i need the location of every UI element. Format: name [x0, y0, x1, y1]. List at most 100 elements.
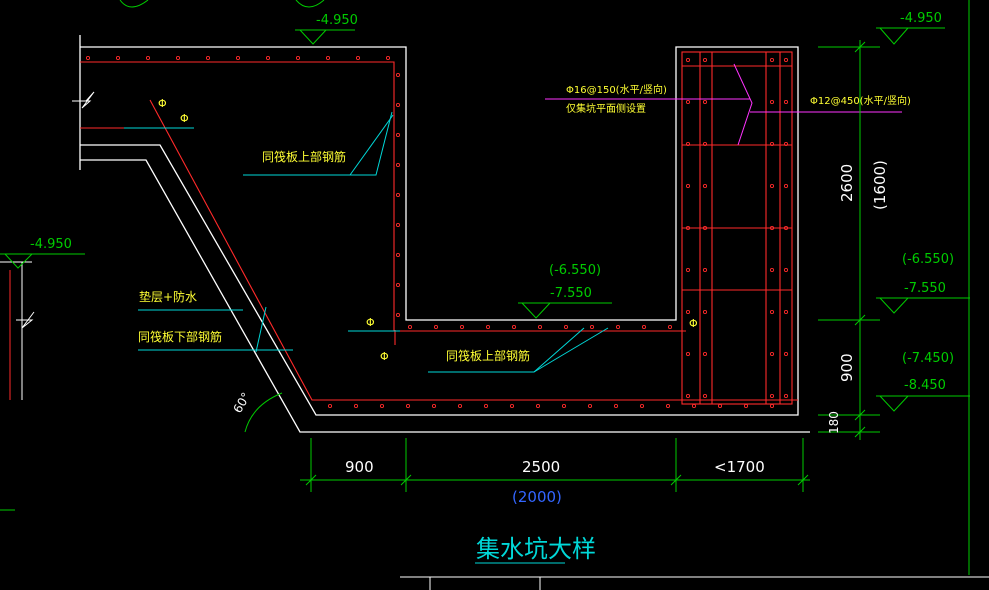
rebar-dot: [702, 183, 708, 189]
elev-right-low-paren: (-7.450): [902, 351, 954, 366]
rebar-dot: [769, 393, 775, 399]
rebar-dot: [685, 225, 691, 231]
break-mark: [72, 91, 95, 109]
rebar-dot: [743, 403, 749, 409]
dim-wall-height: 2600: [838, 164, 856, 202]
rebar-dot: [685, 183, 691, 189]
rebar-dot: [769, 403, 775, 409]
rebar-dot: [325, 55, 331, 61]
label-angle: 60°: [230, 390, 253, 415]
rebar-dot: [235, 55, 241, 61]
rebar-dot: [769, 99, 775, 105]
label-outer-rebar-spec: Φ12@450(水平/竖向): [810, 94, 911, 107]
rebar-dot: [395, 312, 401, 318]
rebar-dot: [175, 55, 181, 61]
rebar-dot: [385, 55, 391, 61]
rebar-dot: [641, 324, 647, 330]
rebar-dot: [769, 351, 775, 357]
rebar-dot: [395, 132, 401, 138]
rebar-dot: [395, 282, 401, 288]
rebar-dot: [295, 55, 301, 61]
rebar-dot: [395, 162, 401, 168]
rebar-dot: [685, 267, 691, 273]
drawing-title: 集水坑大样: [476, 535, 596, 563]
rebar-dot: [769, 141, 775, 147]
rebar-dot: [485, 324, 491, 330]
label-raft-top-rebar-lower: 同筏板上部钢筋: [446, 348, 530, 363]
rebar-dot: [769, 183, 775, 189]
rebar-dot: [702, 141, 708, 147]
rebar-dot: [702, 99, 708, 105]
rebar-dot: [145, 55, 151, 61]
elev-right-low: -8.450: [904, 378, 946, 393]
dim-wall-width: <1700: [714, 458, 765, 476]
elev-right-mid: -7.550: [904, 281, 946, 296]
dimension-lines: [0, 0, 970, 575]
rebar-dot: [561, 403, 567, 409]
rebar-dot: [717, 403, 723, 409]
label-raft-top-rebar-upper: 同筏板上部钢筋: [262, 149, 346, 164]
dim-bottom-thickness: 180: [827, 411, 841, 434]
rebar-dot: [353, 403, 359, 409]
rebar-dot: [615, 324, 621, 330]
rebar-dot: [395, 222, 401, 228]
elev-pit-floor-paren: (-6.550): [549, 263, 601, 278]
rebar-dot: [483, 403, 489, 409]
rebar-dot: [783, 351, 789, 357]
rebar-dot: [702, 351, 708, 357]
rebar-dot: [431, 403, 437, 409]
rebar-dot: [783, 141, 789, 147]
elev-left-edge: -4.950: [30, 237, 72, 252]
rebar-dot: [783, 57, 789, 63]
rebar-dot: [783, 99, 789, 105]
rebar-dot: [395, 252, 401, 258]
rebar-dot: [783, 225, 789, 231]
dim-pit-width: 2500: [522, 458, 560, 476]
rebar-dot: [613, 403, 619, 409]
rebar-dot: [405, 403, 411, 409]
label-wall-rebar-spec: Φ16@150(水平/竖向): [566, 83, 667, 96]
rebar-dot: [395, 102, 401, 108]
rebar-dot: [702, 57, 708, 63]
bar-symbol-3: Φ: [366, 316, 375, 329]
rebar-dot: [685, 351, 691, 357]
rebar-dot: [407, 324, 413, 330]
bar-symbol-5: Φ: [689, 317, 698, 330]
rebar-dot: [783, 393, 789, 399]
rebar-dot: [769, 57, 775, 63]
concrete-outline: [79, 35, 810, 433]
rebar-dot: [535, 403, 541, 409]
rebar-dot: [702, 267, 708, 273]
rebar-dot: [379, 403, 385, 409]
rebar-dot: [511, 324, 517, 330]
rebar-dot: [769, 225, 775, 231]
dim-wall-height-alt: (1600): [871, 160, 889, 210]
rebar-dot: [685, 309, 691, 315]
rebar-dot: [702, 309, 708, 315]
spec-leaders: [545, 63, 902, 146]
label-wall-rebar-note: 仅集坑平面侧设置: [566, 102, 646, 115]
elevation-texts: -4.950 -4.950 -4.950 (-6.550) -7.550 (-6…: [30, 11, 954, 393]
rebar-dot: [702, 393, 708, 399]
bar-symbol-2: Φ: [180, 112, 189, 125]
bar-symbol-1: Φ: [158, 97, 167, 110]
rebar-dots: [85, 55, 789, 409]
frame: [400, 562, 989, 590]
rebar-dot: [115, 55, 121, 61]
rebar-dot: [685, 393, 691, 399]
label-raft-bottom-rebar: 同筏板下部钢筋: [138, 329, 222, 344]
rebar-dot: [433, 324, 439, 330]
rebar-dot: [783, 267, 789, 273]
rebar-dot: [587, 403, 593, 409]
left-fragment: [0, 261, 35, 511]
rebar-dot: [265, 55, 271, 61]
leader-lines: [124, 111, 609, 373]
rebar-dot: [769, 309, 775, 315]
rebar-dot: [509, 403, 515, 409]
rebar-dot: [457, 403, 463, 409]
rebar-dot: [589, 324, 595, 330]
dimension-texts: 900 2500 (2000) <1700 2600 (1600) 900 18…: [345, 160, 889, 506]
rebar-lines: [80, 51, 798, 405]
rebar-dot: [395, 192, 401, 198]
